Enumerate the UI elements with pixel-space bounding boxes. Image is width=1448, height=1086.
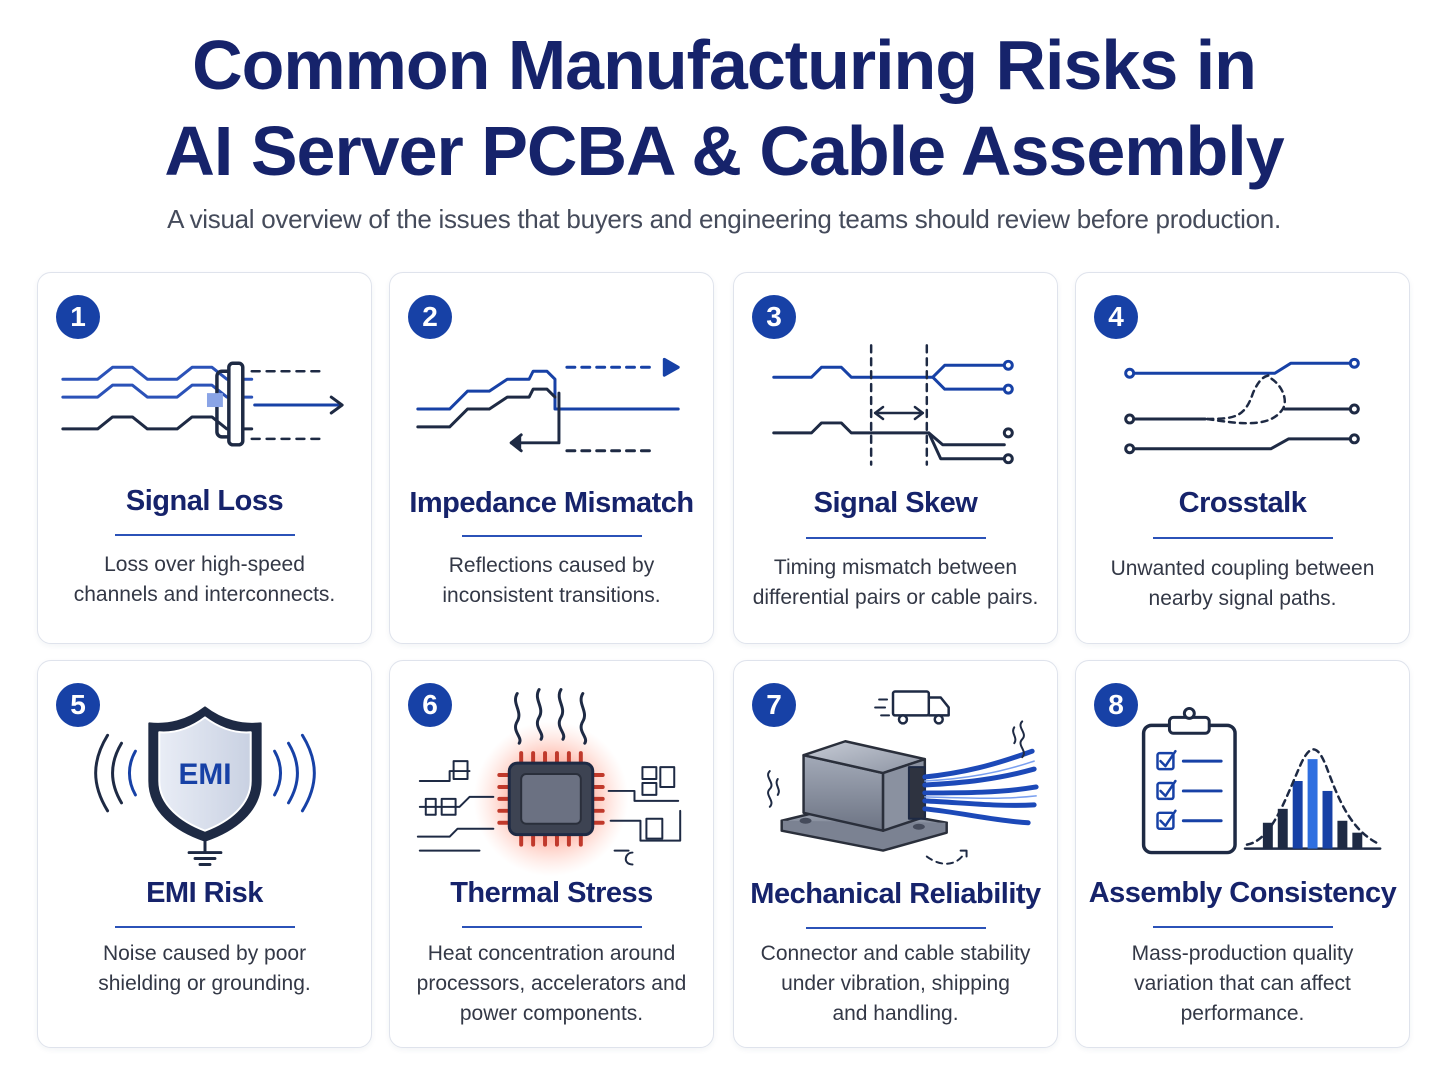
signal-loss-icon <box>61 361 344 447</box>
card-description: Unwanted coupling between nearby signal … <box>1086 554 1399 614</box>
signal-skew-icon <box>772 344 1014 466</box>
card-description: Loss over high-speed channels and interc… <box>48 550 361 610</box>
checklist-icon <box>1141 706 1237 855</box>
card-assembly-consistency: 8 <box>1075 660 1410 1048</box>
number-badge: 1 <box>56 295 100 339</box>
card-impedance-mismatch: 2 Impedance Mismatch Reflections caused … <box>389 272 714 644</box>
card-description: Reflections caused by inconsistent trans… <box>400 551 703 611</box>
card-signal-loss: 1 Signal Loss Loss over high-speed chann… <box>37 272 372 644</box>
connector-vibration-icon <box>767 690 1039 865</box>
title-underline <box>805 927 986 929</box>
desc-line: and handling. <box>832 1002 959 1025</box>
title-underline <box>805 537 986 539</box>
desc-line: nearby signal paths. <box>1148 587 1337 610</box>
desc-line: power components. <box>459 1002 644 1025</box>
emi-icon-label: EMI <box>178 758 231 791</box>
checklist-histogram-icon <box>1141 706 1382 855</box>
desc-line: channels and interconnects. <box>73 583 336 606</box>
desc-line: Connector and cable stability <box>760 942 1031 965</box>
number-badge: 7 <box>752 683 796 727</box>
page-subtitle: A visual overview of the issues that buy… <box>167 204 1281 234</box>
card-description: Heat concentration around processors, ac… <box>400 939 703 1029</box>
number-badge: 4 <box>1094 295 1138 339</box>
card-description: Timing mismatch between differential pai… <box>744 553 1047 613</box>
desc-line: Noise caused by poor <box>102 942 307 965</box>
card-title: Assembly Consistency <box>1088 877 1397 909</box>
desc-line: Loss over high-speed <box>104 553 305 576</box>
number-badge: 2 <box>408 295 452 339</box>
desc-line: processors, accelerators and <box>416 972 687 995</box>
card-crosstalk: 4 Crosstalk Unwanted coupling between ne… <box>1075 272 1410 644</box>
emi-shield-icon: EMI <box>94 706 316 866</box>
card-emi-risk: 5 EMI EMI Risk Noise caused by poor shie… <box>37 660 372 1048</box>
number-badge: 6 <box>408 683 452 727</box>
card-description: Mass-production quality variation that c… <box>1086 939 1399 1029</box>
card-description: Connector and cable stability under vibr… <box>744 939 1047 1029</box>
crosstalk-icon <box>1124 357 1360 455</box>
histogram-icon <box>1243 748 1382 850</box>
title-underline <box>1152 537 1333 539</box>
title-underline <box>461 926 642 928</box>
desc-line: Reflections caused by <box>448 554 655 577</box>
card-title: EMI Risk <box>146 877 263 909</box>
card-mechanical-reliability: 7 <box>733 660 1058 1048</box>
page-title: Common Manufacturing Risks in AI Server … <box>0 22 1448 194</box>
title-underline <box>114 534 295 536</box>
title-line-2: AI Server PCBA & Cable Assembly <box>164 112 1284 190</box>
card-signal-skew: 3 Signal Skew Timing mismatch between di… <box>733 272 1058 644</box>
card-title: Thermal Stress <box>450 877 653 909</box>
desc-line: under vibration, shipping <box>781 972 1010 995</box>
card-title: Impedance Mismatch <box>409 487 694 519</box>
hot-chip-icon <box>416 688 682 877</box>
desc-line: variation that can affect <box>1134 972 1351 995</box>
number-badge: 5 <box>56 683 100 727</box>
desc-line: Heat concentration around <box>427 942 676 965</box>
card-title: Mechanical Reliability <box>750 878 1041 910</box>
number-badge: 8 <box>1094 683 1138 727</box>
title-underline <box>461 535 642 537</box>
title-underline <box>114 926 295 928</box>
title-underline <box>1152 926 1333 928</box>
card-description: Noise caused by poor shielding or ground… <box>48 939 361 999</box>
desc-line: differential pairs or cable pairs. <box>752 586 1039 609</box>
title-line-1: Common Manufacturing Risks in <box>192 26 1257 104</box>
truck-icon <box>874 690 950 725</box>
desc-line: performance. <box>1180 1002 1305 1025</box>
card-thermal-stress: 6 <box>389 660 714 1048</box>
desc-line: Unwanted coupling between <box>1110 557 1375 580</box>
desc-line: Mass-production quality <box>1131 942 1354 965</box>
desc-line: shielding or grounding. <box>98 972 311 995</box>
card-title: Signal Loss <box>125 485 284 517</box>
card-title: Signal Skew <box>813 487 978 519</box>
number-badge: 3 <box>752 295 796 339</box>
desc-line: Timing mismatch between <box>773 556 1018 579</box>
desc-line: inconsistent transitions. <box>442 584 661 607</box>
card-title: Crosstalk <box>1178 487 1307 519</box>
impedance-mismatch-icon <box>416 357 680 453</box>
